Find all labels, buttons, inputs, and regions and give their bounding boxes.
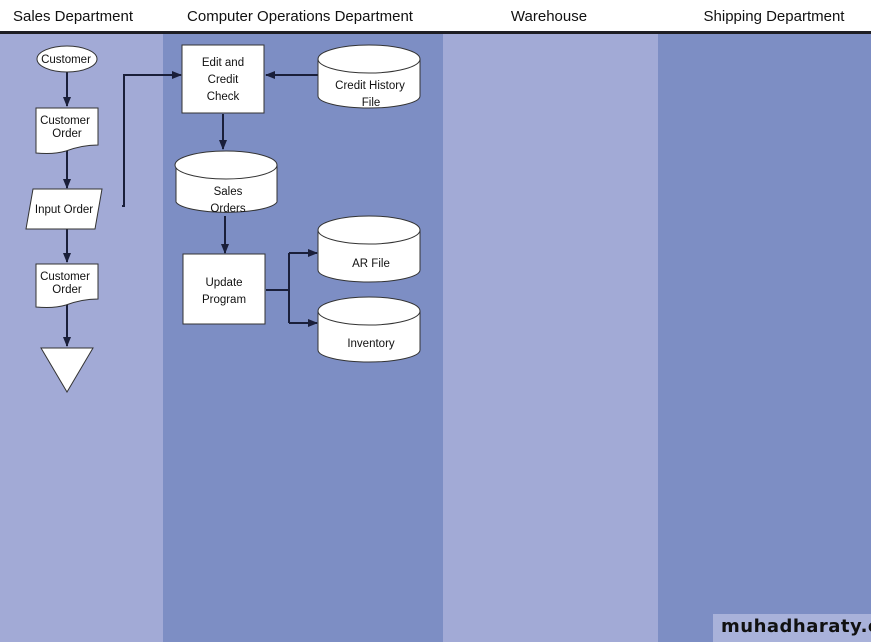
input-order-label: Input Order <box>35 204 93 216</box>
ar-file-label: AR File <box>352 258 390 270</box>
inventory-cylinder <box>317 311 421 363</box>
credit-history-line2: File <box>362 97 381 109</box>
watermark-text: muhadharaty.com <box>721 616 871 637</box>
header-divider <box>0 31 871 34</box>
edit-credit-line3: Check <box>207 91 240 103</box>
edit-credit-check-process <box>181 44 265 114</box>
watermark: muhadharaty.com <box>713 614 871 642</box>
lane-header-bar: Sales Department Computer Operations Dep… <box>0 0 871 32</box>
lane-title-computer-operations: Computer Operations Department <box>187 8 413 25</box>
customer-label: Customer <box>41 54 91 66</box>
lane-title-shipping: Shipping Department <box>703 8 845 25</box>
input-order-shape <box>25 188 103 230</box>
customer-order-document-1 <box>35 107 99 155</box>
lane-title-sales: Sales Department <box>12 8 134 25</box>
lane-warehouse <box>443 34 658 642</box>
customer-order-1-line2: Order <box>52 128 82 140</box>
arrow-input-to-edit <box>122 71 182 207</box>
lane-title-warehouse: Warehouse <box>510 8 588 25</box>
credit-history-line1: Credit History <box>335 80 405 92</box>
lane-shipping <box>658 34 871 642</box>
sales-orders-line2: Orders <box>210 203 245 215</box>
customer-order-2-line1: Customer <box>40 271 90 283</box>
edit-credit-line1: Edit and <box>202 57 244 69</box>
customer-order-2-line2: Order <box>52 284 82 296</box>
customer-terminator <box>36 45 98 73</box>
update-program-line1: Update <box>205 277 242 289</box>
offline-file-triangle <box>40 347 94 393</box>
update-program-line2: Program <box>202 294 246 306</box>
update-program-process <box>182 253 266 325</box>
inventory-label: Inventory <box>347 338 395 350</box>
customer-order-1-line1: Customer <box>40 115 90 127</box>
customer-order-document-2 <box>35 263 99 309</box>
ar-file-cylinder <box>317 230 421 283</box>
sales-orders-line1: Sales <box>214 186 243 198</box>
edit-credit-line2: Credit <box>208 74 239 86</box>
